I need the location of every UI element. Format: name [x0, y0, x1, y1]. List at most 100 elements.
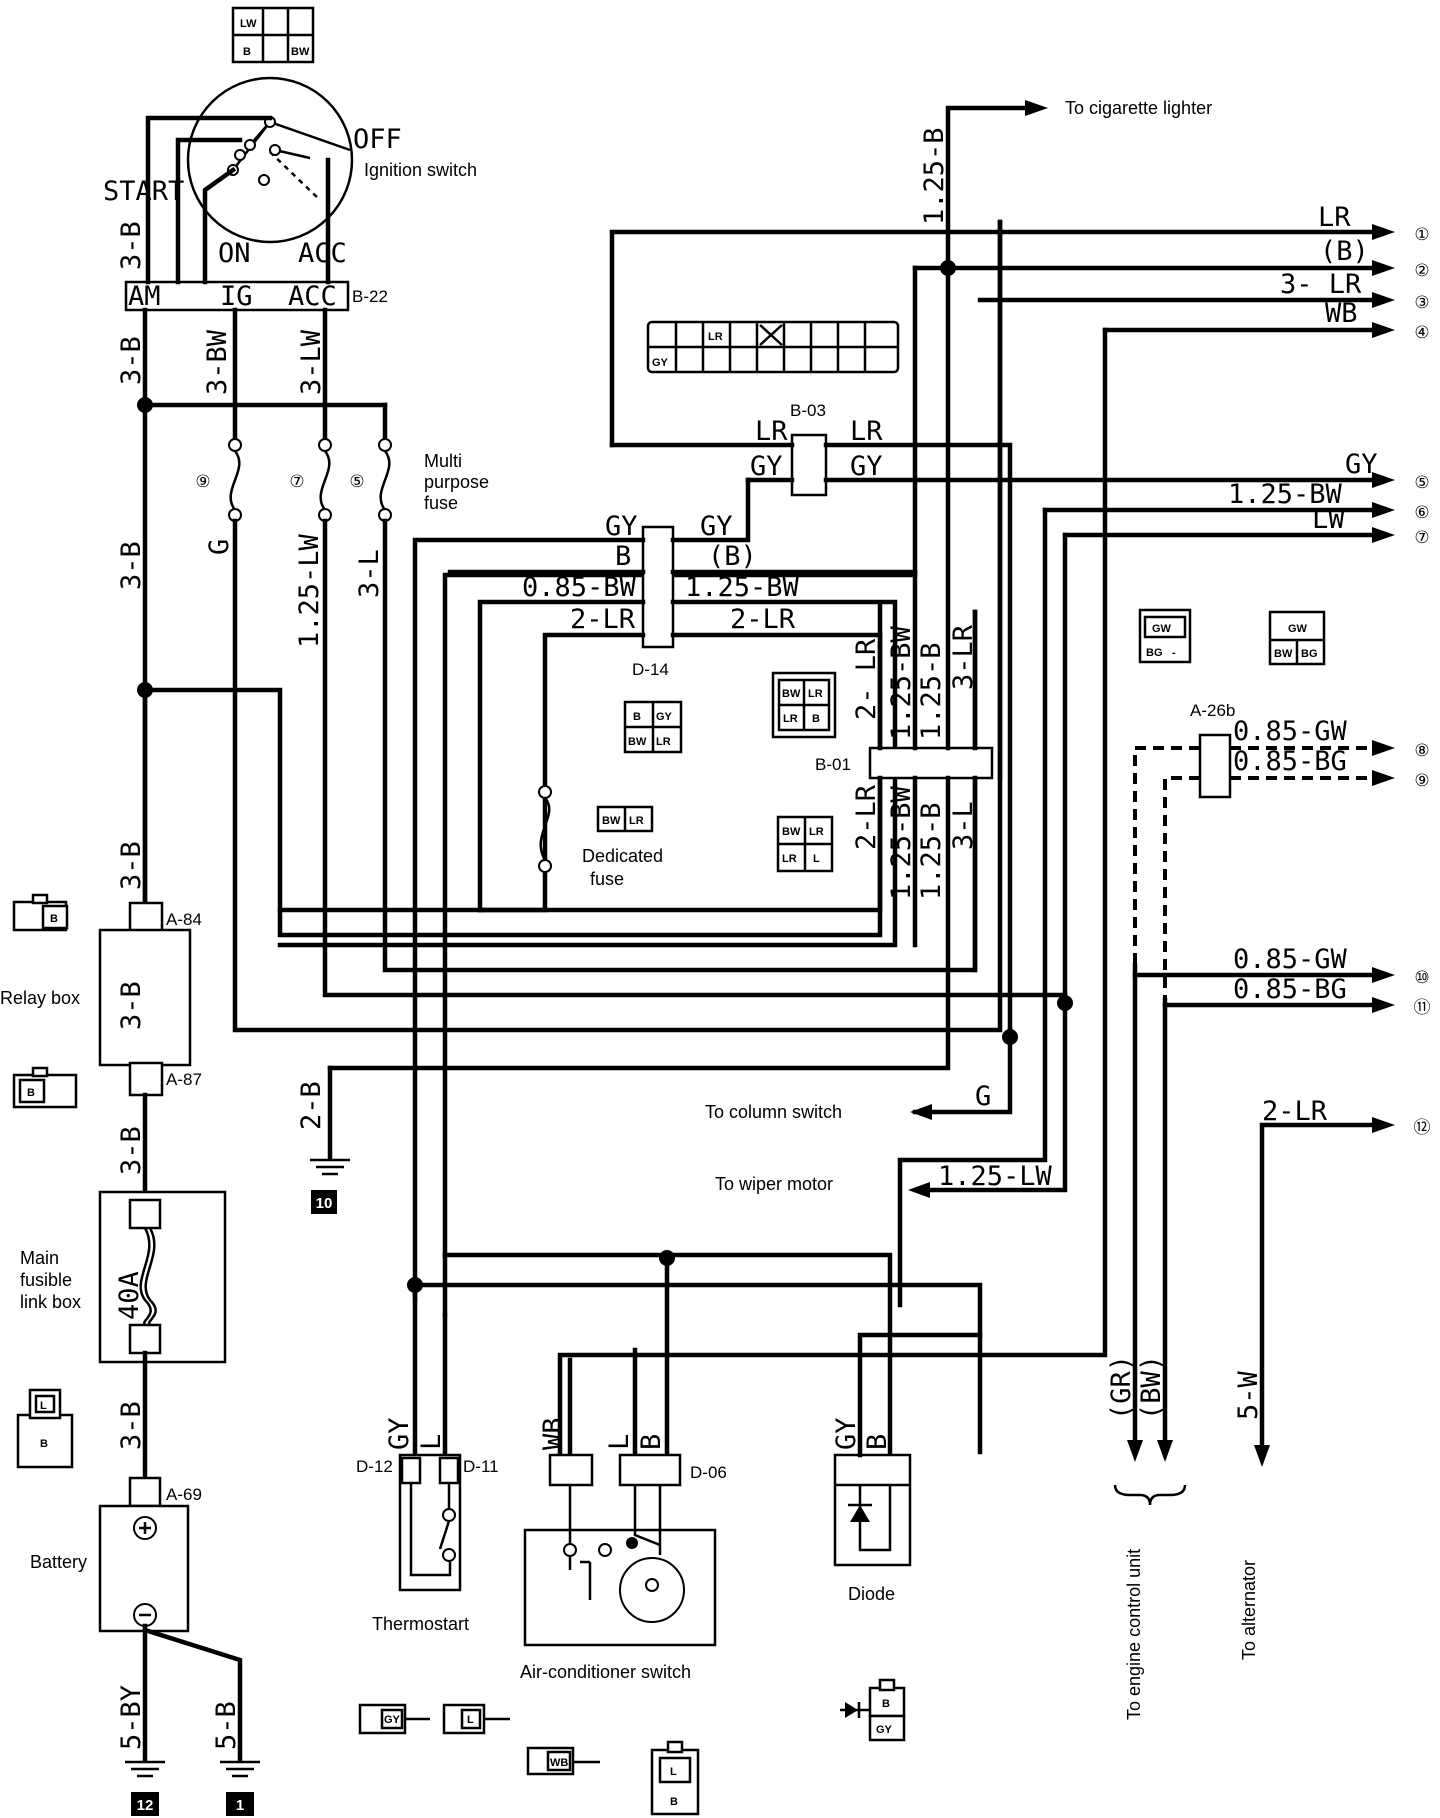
output-10-number: ⑩ — [1414, 968, 1429, 987]
ded-pin-bw: BW — [602, 815, 621, 827]
output-7-wire-label: LW — [1312, 504, 1345, 535]
ignition-switch: OFF START ON ACC Ignition switch — [103, 76, 477, 269]
ground-10: 10 2-B — [296, 1065, 350, 1214]
b01-body-pin-gy: GY — [652, 357, 669, 369]
wire-label-ac-l: L — [604, 1434, 635, 1450]
ground-12-number: 12 — [137, 1797, 154, 1814]
fuse-7-number: ⑦ — [289, 472, 304, 491]
d14-pin-bw: BW — [628, 736, 647, 748]
a26-2-pin-bw: BW — [1274, 648, 1293, 660]
b01-connector: B-01 2- LR 1.25-BW 1.25-B 3-LR 2-LR 1.25… — [277, 219, 1003, 1071]
wire-label-b03-gy-right: GY — [850, 451, 883, 482]
b22-terminal-strip: AM IG ACC B-22 — [124, 280, 388, 312]
ded-pin-lr: LR — [629, 815, 644, 827]
wire-label-diode-b: B — [862, 1434, 893, 1450]
connector-a26b-label: A-26b — [1190, 701, 1235, 720]
wire-label-b01-bot-b: 1.25-B — [916, 802, 947, 900]
wire-label-ecu-gr: (GR) — [1106, 1355, 1137, 1420]
connector-d06-label: D-06 — [690, 1463, 727, 1482]
a84-pin-b: B — [50, 913, 58, 925]
output-11-number: ⑪ — [1414, 998, 1431, 1017]
wire-label-relay-out: 3-B — [116, 1126, 147, 1175]
trunk-wire-labels: 3-B 3-B 3-BW 3-LW 3-B — [116, 221, 327, 590]
wire-label-d14-b-right: (B) — [708, 541, 757, 572]
to-wiper-motor-label: To wiper motor — [715, 1174, 833, 1194]
terminal-am: AM — [128, 281, 161, 312]
wire-label-b01-bot-l: 3-L — [948, 801, 979, 850]
to-engine-control-unit-label: To engine control unit — [1124, 1549, 1144, 1720]
fuse-9-number: ⑨ — [195, 472, 210, 491]
wire-label-b03-lr-left: LR — [755, 416, 788, 447]
connector-a84-label: A-84 — [166, 910, 202, 929]
relay-box-label: Relay box — [0, 988, 80, 1008]
d14-pin-lr: LR — [656, 736, 671, 748]
relay-connector-icon-a84: B — [12, 893, 69, 932]
output-2-number: ② — [1414, 261, 1429, 280]
wire-label-d14-b-left: B — [615, 541, 631, 572]
b22-pin-lw: LW — [240, 18, 257, 30]
wire-label-battery-neg1: 5-BY — [116, 1685, 147, 1750]
thermostart: D-12 D-11 GY L Thermostart — [356, 1277, 983, 1634]
wire-label-trunk-upper: 3-B — [116, 541, 147, 590]
wire-label-d14-lr-right: 2-LR — [730, 604, 796, 635]
a26b-connector: A-26b 0.85-GW 0.85-BG ⑧ ⑨ — [1133, 701, 1430, 1000]
relay-box: A-84 A-87 Relay box 3-B 3-B 3-B — [0, 841, 202, 1195]
d14-connector-icon: B GY BW LR — [623, 700, 683, 754]
ground-1-number: 1 — [236, 1797, 244, 1814]
a26b-connector-icon-2: GW BW BG — [1268, 610, 1326, 666]
output-11-wire-label: 0.85-BG — [1233, 974, 1347, 1005]
output-6-number: ⑥ — [1414, 503, 1429, 522]
ignition-start-label: START — [103, 176, 184, 207]
wire-label-b01-top-bw: 1.25-BW — [886, 625, 917, 740]
d14-pin-gy: GY — [656, 711, 673, 723]
output-3-number: ③ — [1414, 293, 1429, 312]
a69-pin-b: B — [40, 1438, 48, 1450]
wire-label-b01-bot-bw: 1.25-BW — [886, 785, 917, 900]
diode-conn-pin-gy: GY — [876, 1724, 893, 1736]
wire-label-ac-wb: WB — [538, 1417, 569, 1450]
wire-label-relay-inner: 3-B — [116, 981, 147, 1030]
b01-connector-icon-b: BW LR LR L — [776, 815, 834, 873]
d11-connector-icon: L — [442, 1703, 510, 1735]
diode: GY B Diode — [831, 1332, 983, 1604]
relay-connector-icon-a87: B — [12, 1066, 78, 1109]
d06b-pin-b: B — [670, 1796, 678, 1808]
a26-1-pin-gw: GW — [1152, 623, 1172, 635]
to-cigarette-lighter-label: To cigarette lighter — [1065, 98, 1212, 118]
a26b-connector-icon-1: GW BG - — [1138, 608, 1192, 664]
output-8-number: ⑧ — [1414, 741, 1429, 760]
wire-label-b01-bot-lr: 2-LR — [851, 784, 882, 850]
air-conditioner-switch: D-06 WB L B Air-conditioner switch — [442, 1250, 893, 1682]
connector-a87-label: A-87 — [166, 1070, 202, 1089]
wire-label-fuse7-out: 1.25-LW — [294, 533, 325, 648]
terminal-acc: ACC — [288, 281, 337, 312]
b01-connector-icon-a: BW LR LR B — [771, 671, 837, 739]
a26-2-pin-gw: GW — [1288, 623, 1308, 635]
wire-label-lighter-feed: 1.25-B — [919, 127, 950, 225]
to-column-switch-label: To column switch — [705, 1102, 842, 1122]
b01a-pin-lr: LR — [808, 688, 823, 700]
output-2-wire-label: (B) — [1320, 236, 1369, 267]
b22-pin-b: B — [243, 46, 251, 58]
wire-label-alt-5w: 5-W — [1233, 1370, 1264, 1420]
output-12-number: ⑫ — [1414, 1118, 1431, 1137]
diode-conn-pin-b: B — [882, 1698, 890, 1710]
ignition-off-label: OFF — [353, 124, 402, 155]
dedicated-fuse-connector-icon: BW LR — [596, 805, 654, 833]
wire-label-diode-gy: GY — [831, 1417, 862, 1450]
b01a-pin-bw: BW — [782, 688, 801, 700]
output-8-wire-label: 0.85-GW — [1233, 716, 1348, 747]
wire-label-d14-bw-right: 1.25-BW — [685, 572, 800, 603]
wire-label-ig-b22: 3-BW — [202, 329, 233, 395]
wire-label-d14-gy-right: GY — [700, 511, 733, 542]
output-6-wire-label: 1.25-BW — [1228, 479, 1343, 510]
d12-connector-icon: GY — [358, 1703, 430, 1735]
wire-label-b01-top-lr: 2- LR — [851, 638, 882, 720]
b01-body-pin-lr: LR — [708, 331, 723, 343]
wire-label-acc-b22: 3-LW — [296, 329, 327, 395]
to-alternator-label: To alternator — [1239, 1560, 1259, 1660]
fusible-link-rating: 40A — [114, 1271, 145, 1320]
